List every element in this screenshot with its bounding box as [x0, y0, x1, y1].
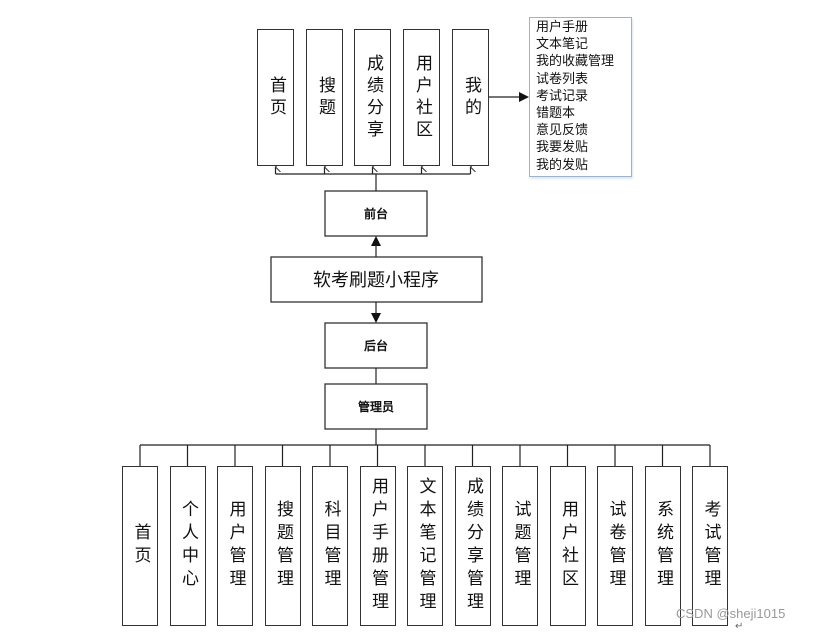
backend-connectors [139, 444, 711, 466]
backend-module-question-mgmt: 试题管理 [502, 466, 538, 626]
backend-module-label: 考试管理 [700, 500, 721, 592]
backend-module-exam-mgmt: 考试管理 [692, 466, 728, 626]
backend-module-personal-center: 个人中心 [169, 466, 206, 626]
backend-module-label: 试卷管理 [605, 500, 626, 592]
backend-module-label: 科目管理 [320, 500, 341, 592]
admin-label: 管理员 [358, 399, 394, 414]
system-root-node: 软考刷题小程序 [270, 256, 483, 303]
submenu-item: 我要发贴 [536, 140, 589, 156]
frontend-module-label: 用户社区 [412, 53, 432, 142]
submenu-item: 我的发贴 [536, 157, 589, 173]
backend-module-notes-mgmt: 文本笔记管理 [407, 466, 443, 626]
submenu-item: 文本笔记 [536, 37, 589, 52]
backend-module-label: 用户管理 [225, 500, 246, 592]
backend-module-label: 文本笔记管理 [415, 477, 436, 615]
admin-node: 管理员 [324, 383, 428, 430]
submenu-item: 考试记录 [536, 88, 589, 104]
frontend-connectors [276, 167, 471, 175]
frontend-module-score-share: 成绩分享 [354, 29, 391, 166]
backend-module-paper-mgmt: 试卷管理 [597, 466, 633, 626]
backend-module-search-mgmt: 搜题管理 [264, 466, 301, 626]
frontend-module-label: 搜题 [315, 75, 335, 120]
submenu-item: 错题本 [536, 106, 576, 121]
frontend-module-label: 首页 [266, 75, 286, 120]
frontend-module-label: 我的 [461, 75, 481, 120]
frontend-node: 前台 [324, 190, 428, 237]
frontend-module-mine: 我的 [452, 29, 489, 166]
backend-module-user-mgmt: 用户管理 [217, 466, 253, 626]
backend-module-label: 首页 [130, 523, 151, 569]
my-submenu-list: 用户手册 文本笔记 我的收藏管理 试卷列表 考试记录 错题本 意见反馈 我要发贴… [529, 17, 632, 177]
system-title: 软考刷题小程序 [313, 270, 439, 291]
frontend-module-search: 搜题 [306, 29, 343, 166]
backend-module-label: 成绩分享管理 [463, 477, 483, 615]
backend-module-label: 用户手册管理 [368, 477, 388, 615]
submenu-item: 意见反馈 [536, 123, 589, 139]
backend-module-label: 试题管理 [510, 500, 531, 592]
frontend-module-home: 首页 [257, 29, 294, 166]
submenu-item: 我的收藏管理 [536, 54, 615, 69]
frontend-module-community: 用户社区 [403, 29, 440, 166]
backend-module-manual-mgmt: 用户手册管理 [359, 466, 396, 626]
submenu-item: 试卷列表 [536, 71, 589, 87]
submenu-item: 用户手册 [536, 20, 589, 35]
backend-module-home: 首页 [122, 466, 158, 626]
backend-module-system-mgmt: 系统管理 [644, 466, 681, 626]
backend-module-label: 用户社区 [558, 500, 578, 592]
paragraph-mark-icon: ↵ [735, 621, 744, 632]
backend-label: 后台 [364, 338, 388, 353]
backend-module-label: 搜题管理 [273, 500, 293, 592]
backend-module-community: 用户社区 [549, 466, 586, 626]
frontend-module-label: 成绩分享 [363, 53, 383, 142]
frontend-label: 前台 [364, 206, 388, 221]
backend-module-label: 系统管理 [653, 500, 673, 592]
backend-module-label: 个人中心 [178, 500, 198, 592]
backend-module-subject-mgmt: 科目管理 [312, 466, 348, 626]
backend-node: 后台 [324, 322, 428, 369]
backend-module-score-share-mgmt: 成绩分享管理 [454, 466, 491, 626]
watermark: CSDN @sheji1015 [676, 606, 786, 621]
